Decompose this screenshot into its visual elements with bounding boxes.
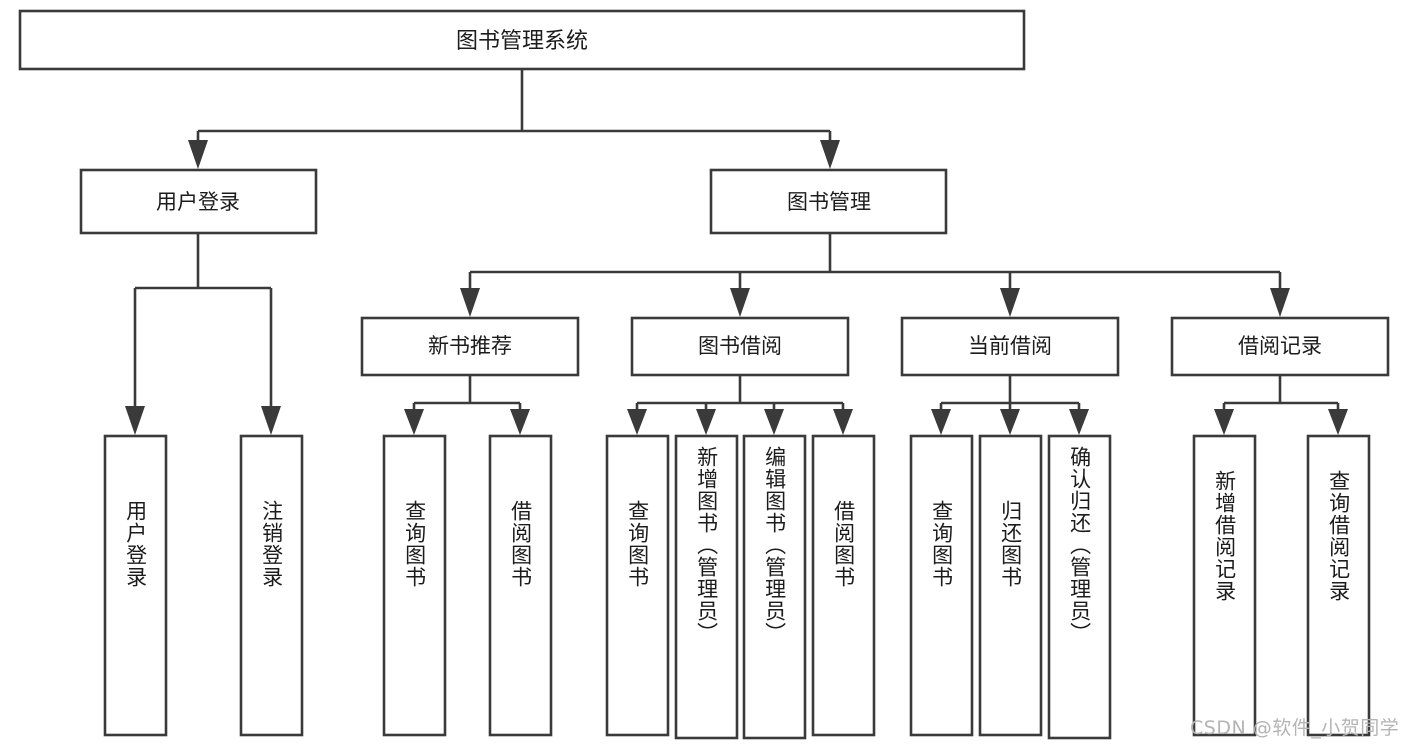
arrow-cb-leaf-3 [1069,409,1089,435]
node-current-borrow-box[interactable] [900,316,1120,377]
connectors-root-to-level2 [188,69,840,169]
node-root-book-management-system[interactable]: 图书管理系统 [18,9,1026,71]
connectors-borrow-record-to-leaves [1214,375,1348,435]
arrow-to-new-book-recommend [460,288,480,317]
arrow-bb-leaf-3 [764,409,784,435]
arrow-bb-leaf-4 [833,409,853,435]
arrow-to-borrow-record [1270,288,1290,317]
arrow-bb-leaf-2 [696,409,716,435]
node-borrow-record-box[interactable] [1170,316,1390,377]
leaf-box-current-borrow-3[interactable] [1047,434,1112,740]
node-book-borrow-label: 图书借阅 [698,334,782,358]
arrow-to-book-manage [820,140,840,169]
arrow-to-current-borrow [1000,288,1020,317]
arrow-cb-leaf-1 [931,409,951,435]
arrow-br-leaf-2 [1328,409,1348,435]
node-book-borrow-box[interactable] [630,316,850,377]
node-root-box[interactable] [18,9,1026,71]
node-user-login-box[interactable] [79,168,318,235]
arrow-br-leaf-1 [1214,409,1234,435]
leaf-box-book-borrow-3[interactable] [742,434,807,740]
leaf-box-book-borrow-1[interactable] [605,434,670,737]
node-new-book-recommend-box[interactable] [360,316,580,377]
node-borrow-record[interactable]: 借阅记录 [1170,316,1390,377]
node-book-management[interactable]: 图书管理 [709,168,948,235]
leaf-box-user-login-2[interactable] [239,434,304,737]
connectors-book-borrow-to-leaves [627,375,853,435]
leaf-box-current-borrow-2[interactable] [978,434,1043,737]
arrow-nbr-leaf-2 [510,409,530,435]
leaf-box-borrow-record-2[interactable] [1306,434,1371,737]
leaf-box-book-borrow-4[interactable] [811,434,876,737]
leaf-box-new-book-recommend-2[interactable] [488,434,553,737]
arrow-user-login-leaf-1 [125,406,145,435]
connectors-user-login-to-leaves [125,233,281,435]
node-book-management-label: 图书管理 [787,190,871,214]
node-root-label: 图书管理系统 [456,29,588,54]
connectors-current-borrow-to-leaves [931,375,1089,435]
node-user-login[interactable]: 用户登录 [79,168,318,235]
node-new-book-recommend[interactable]: 新书推荐 [360,316,580,377]
node-book-management-box[interactable] [709,168,948,235]
arrow-to-user-login [188,140,208,169]
leaf-box-book-borrow-2[interactable] [674,434,739,740]
connectors-book-manage-to-level3 [460,233,1290,317]
node-current-borrow-label: 当前借阅 [968,334,1052,358]
arrow-user-login-leaf-2 [261,406,281,435]
node-new-book-recommend-label: 新书推荐 [428,334,512,358]
arrow-bb-leaf-1 [627,409,647,435]
leaf-box-borrow-record-1[interactable] [1192,434,1257,737]
csdn-watermark: CSDN @软件_小贺同学 [1190,717,1400,739]
leaf-box-current-borrow-1[interactable] [909,434,974,737]
connectors-new-book-recommend-to-leaves [404,375,530,435]
leaf-box-new-book-recommend-1[interactable] [382,434,447,737]
node-user-login-label: 用户登录 [156,190,240,214]
leaf-box-user-login-1[interactable] [103,434,168,737]
node-book-borrow[interactable]: 图书借阅 [630,316,850,377]
arrow-cb-leaf-2 [1000,409,1020,435]
node-current-borrow[interactable]: 当前借阅 [900,316,1120,377]
arrow-nbr-leaf-1 [404,409,424,435]
arrow-to-book-borrow [730,288,750,317]
node-borrow-record-label: 借阅记录 [1238,334,1322,358]
